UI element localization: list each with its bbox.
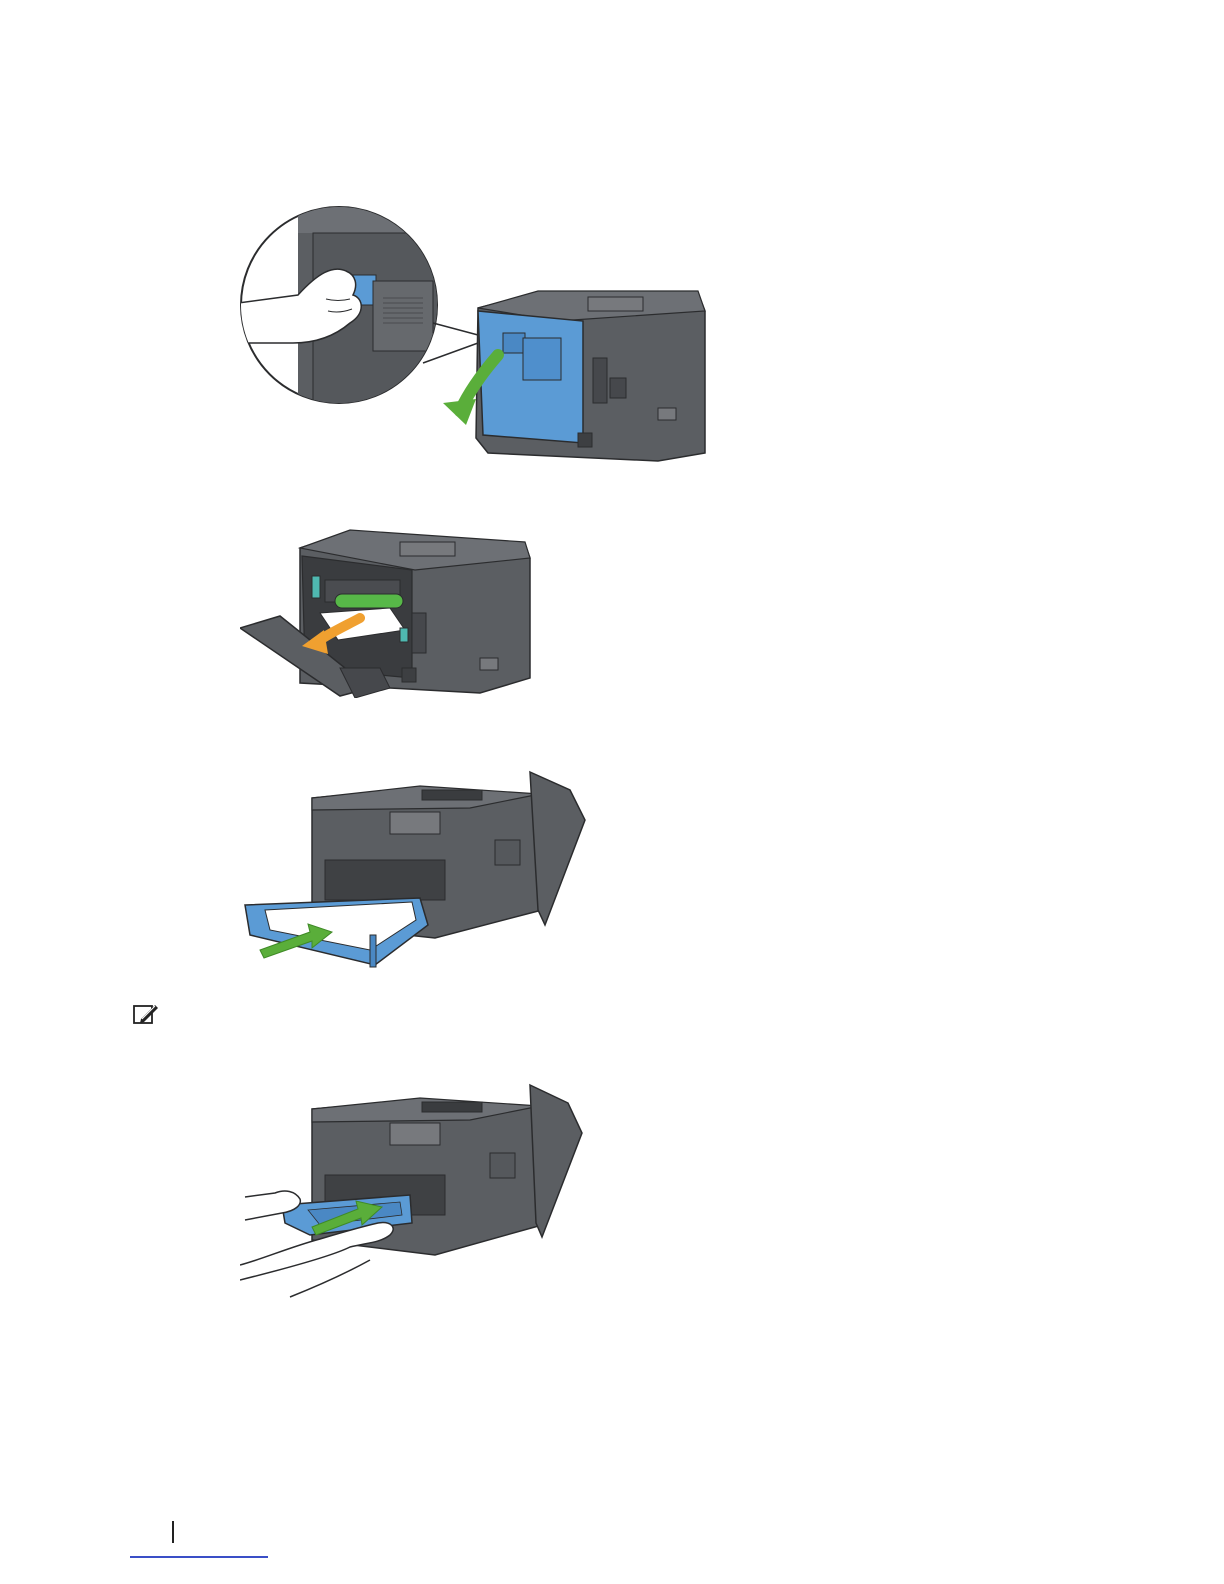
figure-remove-jammed-paper <box>240 518 532 698</box>
figure-insert-paper-tray <box>240 760 600 975</box>
figure-insert-mpf-tray <box>240 1075 585 1300</box>
footer-link-underline[interactable] <box>130 1556 268 1558</box>
note-pencil-icon <box>133 1003 159 1025</box>
figure-open-rear-cover <box>238 203 713 468</box>
footer-divider <box>172 1521 174 1543</box>
top-rule <box>0 0 1224 2</box>
